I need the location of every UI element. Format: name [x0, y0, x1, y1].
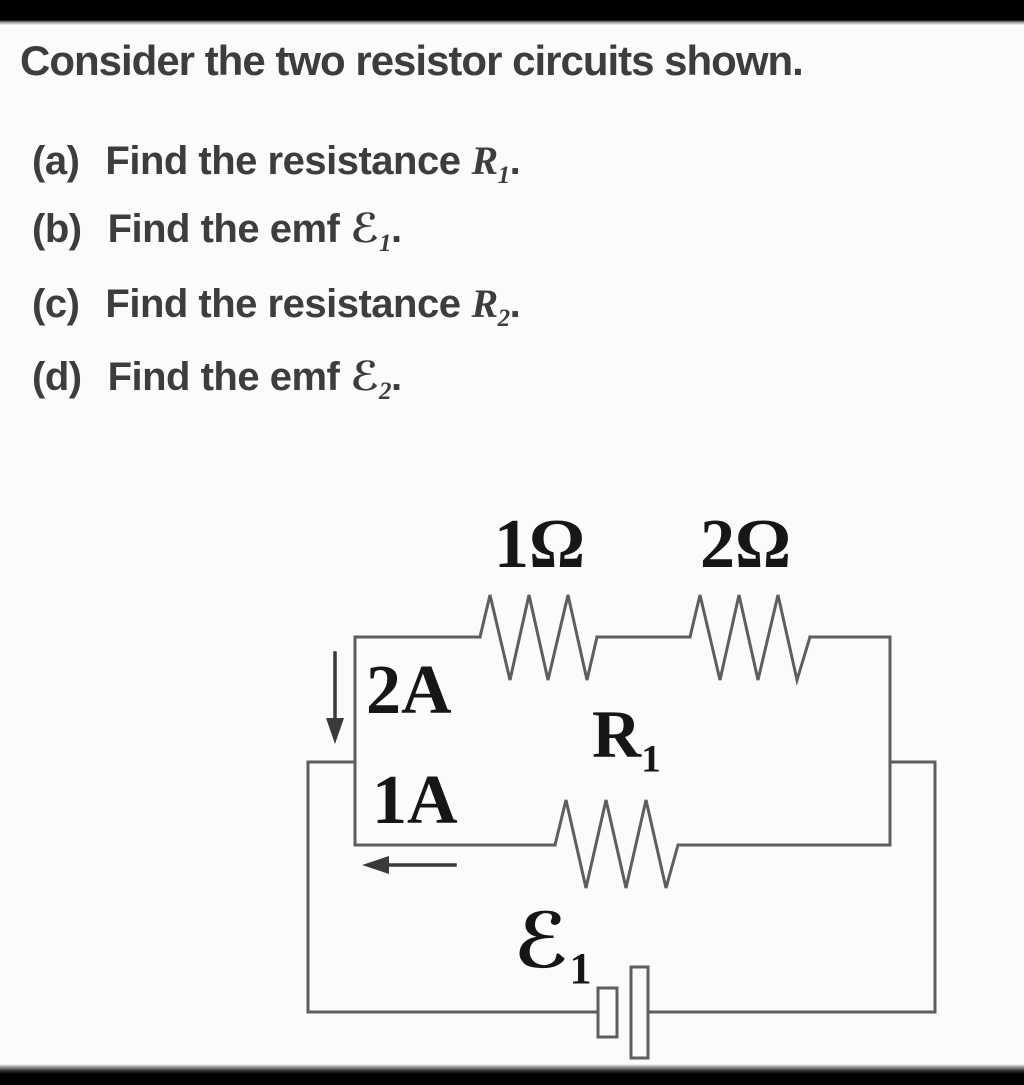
problem-statement: Consider the two resistor circuits shown… — [20, 37, 804, 84]
question-period: . — [509, 282, 521, 326]
resistor-2ohm-symbol — [688, 594, 812, 686]
resistance-symbol: R — [471, 138, 498, 183]
symbol-subscript: 1 — [379, 230, 392, 257]
resistor-1ohm-label: 1Ω — [494, 506, 586, 583]
r1-symbol-main: R — [592, 696, 642, 772]
bottom-black-bar — [0, 1064, 1024, 1085]
circuit-wire-inner-right — [693, 635, 892, 847]
top-black-bar — [0, 0, 1024, 25]
symbol-subscript: 2 — [497, 305, 511, 332]
question-period: . — [509, 139, 521, 183]
r1-symbol-subscript: 1 — [641, 736, 661, 781]
emf-symbol-subscript: 1 — [569, 944, 592, 994]
question-period: . — [391, 355, 402, 399]
circuit-wire-outer-right — [647, 760, 937, 1014]
question-text: Find the emf — [107, 355, 340, 399]
emf-symbol: ℰ — [350, 353, 380, 400]
question-label: (b) — [32, 207, 82, 251]
question-label: (c) — [32, 282, 80, 326]
symbol-subscript: 2 — [379, 378, 392, 405]
emf-symbol-main: ℰ — [514, 896, 570, 985]
resistor-1ohm-symbol — [478, 594, 599, 681]
resistor-r1-symbol — [553, 799, 697, 889]
question-label: (a) — [32, 139, 80, 183]
battery-long-plate-icon — [629, 965, 650, 1060]
current-1a-label: 1A — [372, 762, 458, 839]
question-text: Find the resistance — [105, 139, 461, 183]
question-period: . — [391, 207, 402, 251]
circuit-wire-inner-left — [353, 635, 557, 847]
emf-symbol: ℰ — [350, 205, 380, 252]
battery-emf-label: ℰ1 — [514, 903, 592, 991]
current-2a-label: 2A — [366, 652, 452, 729]
question-label: (d) — [32, 355, 82, 399]
resistor-r1-label: R1 — [592, 700, 661, 779]
resistor-2ohm-label: 2Ω — [700, 506, 792, 583]
resistance-symbol: R — [471, 281, 498, 326]
circuit-wire-outer-left — [306, 760, 600, 1014]
symbol-subscript: 1 — [497, 162, 511, 189]
question-text: Find the emf — [107, 207, 340, 251]
battery-short-plate-icon — [596, 986, 619, 1039]
current-arrow-left-head-icon — [362, 856, 389, 874]
current-arrow-down-head-icon — [326, 718, 344, 744]
question-text: Find the resistance — [105, 282, 461, 326]
